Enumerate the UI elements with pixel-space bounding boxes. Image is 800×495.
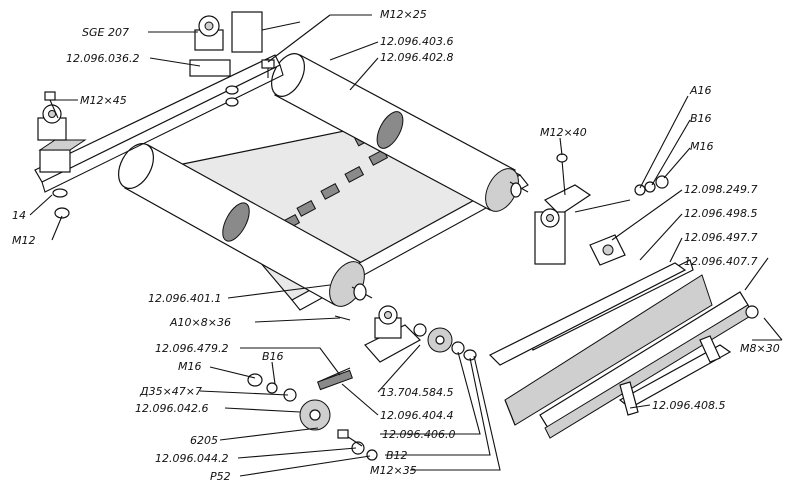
part-labels: SGE 207 12.096.036.2 M12×45 14 M12 M12×2… xyxy=(12,8,780,483)
label-p4060: 12.096.406.0 xyxy=(382,428,455,441)
label-p4044: 12.096.404.4 xyxy=(380,409,453,422)
label-p2497: 12.098.249.7 xyxy=(684,183,757,196)
label-sge207: SGE 207 xyxy=(82,26,129,39)
label-p4985: 12.096.498.5 xyxy=(684,207,757,220)
label-m16-low: M16 xyxy=(178,360,202,373)
label-p4977: 12.096.497.7 xyxy=(684,231,757,244)
guard-panel-middle xyxy=(504,274,713,426)
drive-chain xyxy=(317,367,353,391)
sprocket-lower xyxy=(299,399,331,431)
label-p0362: 12.096.036.2 xyxy=(66,52,139,65)
label-p52: P52 xyxy=(210,470,231,483)
label-p5845: 13.704.584.5 xyxy=(380,386,453,399)
label-m16-top: M16 xyxy=(690,140,714,153)
front-tension-roller xyxy=(118,143,373,307)
label-p0426: 12.096.042.6 xyxy=(135,402,208,415)
right-washers xyxy=(634,175,669,196)
label-a16: A16 xyxy=(689,84,712,97)
label-m8x30: M8×30 xyxy=(740,342,780,355)
label-b12: B12 xyxy=(386,449,408,462)
sprocket-upper xyxy=(413,323,477,361)
label-m12x45: M12×45 xyxy=(80,94,127,107)
lower-washers-nuts xyxy=(247,373,378,461)
label-p4792: 12.096.479.2 xyxy=(155,342,228,355)
label-b16-low: B16 xyxy=(262,350,284,363)
top-left-bearing-block xyxy=(189,11,301,77)
left-lower-bearing xyxy=(37,104,67,141)
label-p4085: 12.096.408.5 xyxy=(652,399,725,412)
left-frame-rail xyxy=(34,54,284,193)
label-m12: M12 xyxy=(12,234,36,247)
label-p4028: 12.096.402.8 xyxy=(380,51,453,64)
leader-lines xyxy=(29,14,783,477)
guard-panel-lower xyxy=(488,262,753,439)
label-b16-top: B16 xyxy=(690,112,712,125)
right-tension-bracket xyxy=(534,153,631,266)
label-p4077: 12.096.407.7 xyxy=(684,255,757,268)
label-d35: Д35×47×7 xyxy=(139,385,202,398)
lower-bearing-block xyxy=(364,305,421,363)
key-pin xyxy=(334,315,351,321)
support-legs xyxy=(618,305,759,416)
back-drive-roller xyxy=(270,53,529,212)
label-14: 14 xyxy=(12,209,26,222)
label-m12x35: M12×35 xyxy=(370,464,417,477)
left-fasteners xyxy=(44,58,275,219)
label-6205: 6205 xyxy=(190,434,218,447)
label-a10: A10×8×36 xyxy=(169,316,231,329)
label-m12x25: M12×25 xyxy=(380,8,427,21)
label-p4036: 12.096.403.6 xyxy=(380,35,453,48)
label-p0442: 12.096.044.2 xyxy=(155,452,228,465)
label-p4011: 12.096.401.1 xyxy=(148,292,221,305)
label-m12x40: M12×40 xyxy=(540,126,587,139)
